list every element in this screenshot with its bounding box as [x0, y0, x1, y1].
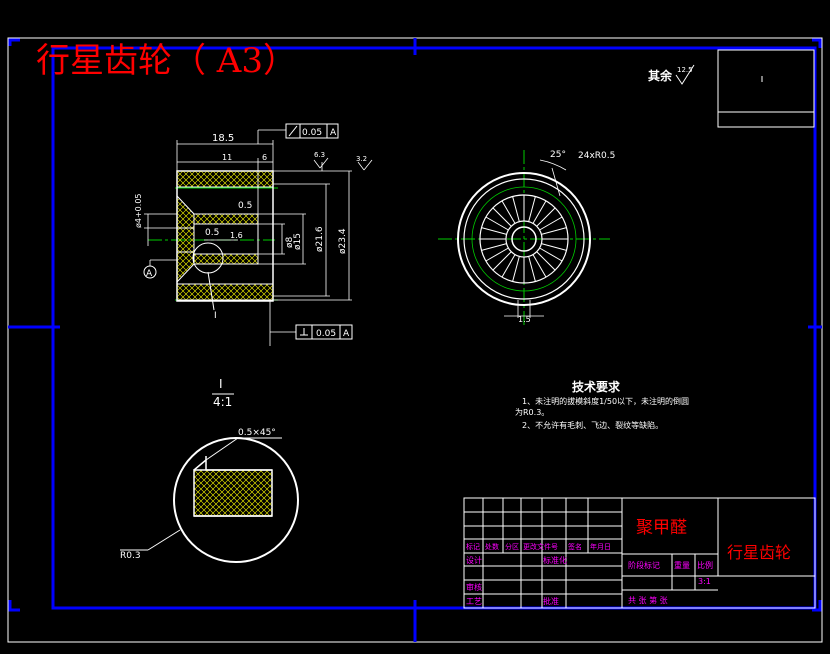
- side-dimensions: [504, 159, 567, 318]
- surface-note-value: 12.5: [677, 66, 693, 74]
- dim-overall-length: 18.5: [212, 133, 234, 144]
- drawing-title: 行星齿轮（ A3）: [36, 41, 297, 81]
- spoke-rib: [536, 251, 556, 271]
- detail-chamfer: 0.5×45°: [238, 428, 276, 438]
- tech-req-line2: 2、不允许有毛刺、飞边、裂纹等缺陷。: [522, 420, 663, 430]
- tech-req-line1b: 为R0.3。: [515, 407, 549, 417]
- detail-id: I: [219, 377, 223, 391]
- svg-text:A: A: [146, 269, 153, 279]
- surface-note-label: 其余: [648, 68, 673, 83]
- title-block-row-labels: 标记处数分区更改文件号 签名年月日: [466, 542, 611, 551]
- tb-process: 工艺: [466, 597, 482, 606]
- tb-row-label: 年月日: [590, 542, 611, 551]
- tb-scale-label: 比例: [697, 560, 713, 570]
- spoke-rib: [481, 227, 507, 235]
- svg-text:0.05: 0.05: [316, 329, 336, 339]
- spoke-rib: [485, 247, 509, 262]
- tb-row-label: 处数: [485, 542, 499, 551]
- dim-dia-21-6: ø21.6: [315, 226, 325, 252]
- front-section-view: I: [148, 170, 278, 321]
- spoke-rib: [485, 216, 509, 231]
- detail-radius: R0.3: [120, 551, 141, 561]
- tb-stage-mark: 阶段标记: [628, 560, 660, 570]
- tb-sheets: 共 张 第 张: [628, 595, 668, 605]
- dim-dia-8: ø8: [285, 236, 295, 248]
- tech-req-title: 技术要求: [572, 379, 621, 394]
- detail-scale: 4:1: [213, 395, 232, 409]
- dim-dia-23-4: ø23.4: [338, 228, 348, 254]
- spoke-rib: [532, 200, 547, 224]
- side-teeth-label: 24xR0.5: [578, 151, 615, 161]
- tb-row-label: 标记: [466, 542, 480, 551]
- side-width-label: 1.5: [518, 315, 531, 324]
- spoke-rib: [541, 227, 567, 235]
- front-dimensions: [144, 129, 373, 346]
- detail-marker: I: [214, 311, 217, 321]
- spoke-rib: [539, 247, 563, 262]
- side-view: [438, 150, 610, 328]
- dim-length-6: 6: [262, 153, 267, 162]
- rough-3-2: 3.2: [356, 155, 367, 163]
- spoke-rib: [539, 216, 563, 231]
- dim-dia-4: ø4+0.05: [134, 194, 143, 229]
- spoke-rib: [532, 254, 547, 278]
- spoke-rib: [536, 207, 556, 227]
- svg-text:A: A: [343, 329, 350, 339]
- spoke-rib: [501, 200, 516, 224]
- spoke-rib: [481, 243, 507, 251]
- spoke-rib: [501, 254, 516, 278]
- svg-text:A: A: [330, 128, 337, 138]
- dim-length-11: 11: [222, 153, 232, 162]
- datum-a-marker: A: [143, 265, 157, 279]
- tech-req-line1: 1、未注明的拔模斜度1/50以下，未注明的倒圆: [522, 396, 689, 406]
- tb-check: 审核: [466, 582, 482, 592]
- dim-dia-15: ø15: [293, 233, 303, 250]
- revision-box: [717, 49, 815, 128]
- tb-scale-value: 3:1: [698, 577, 711, 586]
- tb-row-label: 更改文件号: [523, 542, 558, 551]
- tb-weight: 重量: [674, 560, 690, 570]
- tb-material: 聚甲醛: [636, 518, 687, 538]
- spoke-rib: [541, 243, 567, 251]
- frame-markers: [8, 38, 822, 642]
- roughness-symbol: [675, 64, 695, 85]
- title-block: [463, 497, 816, 609]
- spoke-rib: [512, 196, 520, 222]
- tb-row-label: 分区: [505, 542, 519, 551]
- spoke-rib: [528, 196, 536, 222]
- spoke-rib: [512, 256, 520, 282]
- detail-view: [120, 437, 299, 563]
- dim-0-5-b: 0.5: [205, 228, 219, 238]
- tolerance-frame-bottom: 0.05 A: [295, 324, 353, 340]
- tb-row-label: 签名: [568, 542, 582, 551]
- tb-part-name: 行星齿轮: [727, 543, 791, 562]
- svg-text:0.05: 0.05: [302, 128, 322, 138]
- spoke-rib: [492, 207, 512, 227]
- spoke-rib: [492, 251, 512, 271]
- rough-6-3: 6.3: [314, 151, 325, 159]
- side-angle-label: 25°: [550, 150, 566, 160]
- spoke-rib: [528, 256, 536, 282]
- tolerance-frame-top: 0.05 A: [285, 123, 339, 139]
- dim-0-5-a: 0.5: [238, 201, 252, 211]
- tb-design: 设计: [466, 555, 482, 565]
- tb-approve: 批准: [543, 596, 559, 606]
- dim-1-6: 1.6: [230, 231, 243, 240]
- inner-frame: [51, 46, 817, 610]
- tb-standard: 标准化: [543, 555, 567, 565]
